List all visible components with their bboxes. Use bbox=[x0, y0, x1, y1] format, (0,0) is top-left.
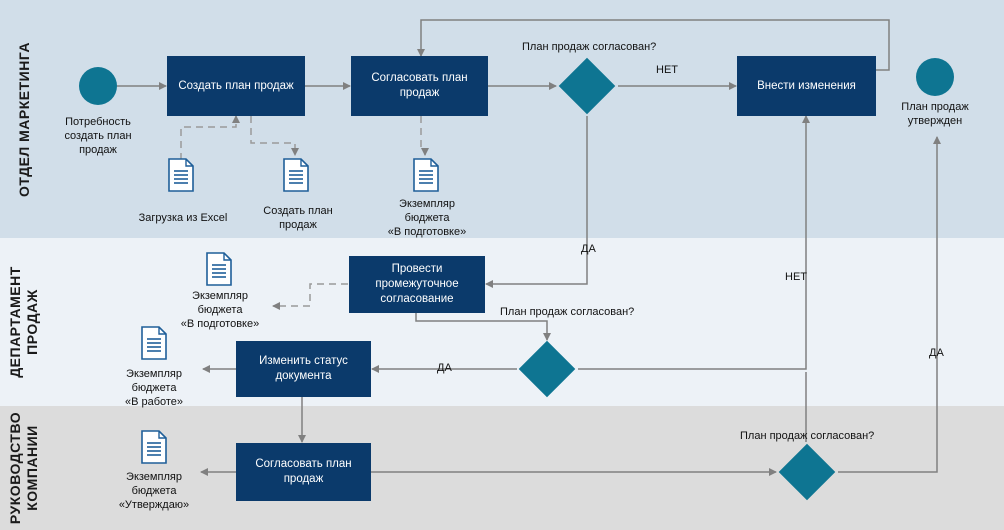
assoc-excel bbox=[180, 115, 240, 160]
start-event bbox=[79, 67, 117, 105]
task-make-changes[interactable]: Внести изменения bbox=[737, 56, 876, 116]
gateway-3-label: План продаж согласован? bbox=[740, 430, 875, 442]
flow-interim-to-g2 bbox=[415, 313, 551, 341]
document-budget-approve-label: Экземпляр бюджета «Утверждаю» bbox=[118, 471, 190, 511]
task-change-status[interactable]: Изменить статус документа bbox=[236, 341, 371, 397]
document-icon bbox=[206, 252, 232, 286]
document-icon bbox=[141, 430, 167, 464]
document-icon bbox=[141, 326, 167, 360]
flow-label-no-1: НЕТ bbox=[656, 64, 678, 76]
document-budget-work-label: Экземпляр бюджета «В работе» bbox=[124, 368, 184, 408]
document-budget-prep1-label: Экземпляр бюджета «В подготовке» bbox=[387, 198, 467, 238]
assoc-createdoc bbox=[250, 116, 299, 156]
assoc-agree-doc bbox=[420, 116, 429, 156]
document-icon bbox=[283, 158, 309, 192]
flow-g2-no bbox=[578, 115, 810, 370]
gateway-2-label: План продаж согласован? bbox=[500, 306, 635, 318]
document-icon bbox=[413, 158, 439, 192]
task-interim-approval[interactable]: Провести промежуточное согласование bbox=[349, 256, 485, 313]
assoc-interim-doc bbox=[272, 283, 348, 310]
end-event bbox=[916, 58, 954, 96]
flow-label-yes-3: ДА bbox=[929, 347, 944, 359]
start-event-label: Потребность создать план продаж bbox=[64, 116, 132, 156]
flow-changes-to-agree bbox=[417, 19, 890, 71]
end-event-label: План продаж утвержден bbox=[901, 101, 969, 127]
flow-g1-yes bbox=[485, 116, 588, 288]
document-budget-prep2-label: Экземпляр бюджета «В подготовке» bbox=[180, 290, 260, 330]
flow-label-yes-2: ДА bbox=[437, 362, 452, 374]
document-create-plan-label: Создать план продаж bbox=[263, 205, 333, 231]
document-excel-label: Загрузка из Excel bbox=[138, 212, 228, 224]
flow-label-yes-1: ДА bbox=[581, 243, 596, 255]
flow-g3-yes bbox=[838, 136, 941, 473]
task-agree-plan[interactable]: Согласовать план продаж bbox=[351, 56, 488, 116]
flow-label-no-2: НЕТ bbox=[785, 271, 807, 283]
lane-sales: ДЕПАРТАМЕНТ ПРОДАЖ bbox=[0, 238, 1004, 406]
lane-management: РУКОВОДСТВО КОМПАНИИ bbox=[0, 406, 1004, 530]
task-create-plan[interactable]: Создать план продаж bbox=[167, 56, 305, 116]
document-icon bbox=[168, 158, 194, 192]
task-mgmt-agree[interactable]: Согласовать план продаж bbox=[236, 443, 371, 501]
lane-marketing: ОТДЕЛ МАРКЕТИНГА bbox=[0, 0, 1004, 238]
gateway-1-label: План продаж согласован? bbox=[522, 41, 657, 53]
